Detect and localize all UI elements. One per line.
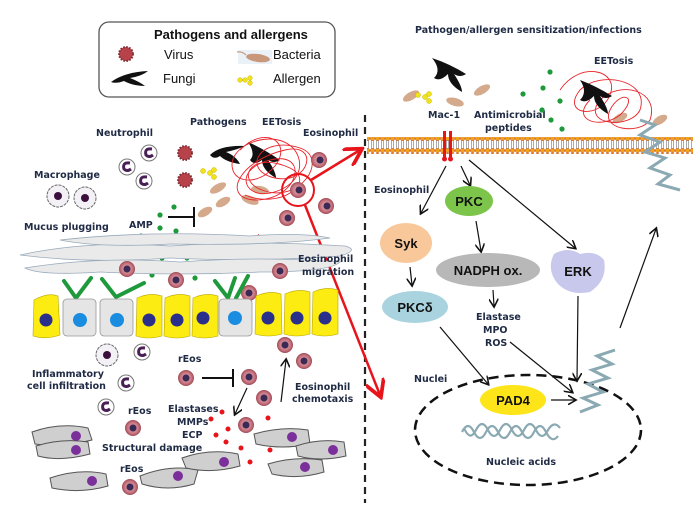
fungi-icon bbox=[111, 71, 148, 86]
label-elastases: Elastases bbox=[168, 404, 219, 415]
legend-title: Pathogens and allergens bbox=[154, 27, 308, 42]
node-pad4-label: PAD4 bbox=[496, 393, 530, 408]
label-eosinophil-migration-1: Eosinophil bbox=[298, 254, 353, 265]
legend-label-virus: Virus bbox=[164, 47, 194, 62]
arrow-chemotaxis bbox=[281, 360, 286, 403]
node-nadph-label: NADPH ox. bbox=[454, 263, 523, 278]
allergen-particles-right bbox=[415, 91, 432, 104]
pathway-arrows bbox=[410, 159, 656, 400]
macrophage-cells bbox=[46, 184, 97, 210]
allergen-icon bbox=[237, 75, 253, 86]
label-mucus-plugging: Mucus plugging bbox=[24, 222, 109, 233]
fungi-particle bbox=[248, 142, 280, 178]
highlight-circle bbox=[281, 173, 315, 207]
cell-membrane bbox=[367, 137, 693, 154]
reos-cell bbox=[178, 370, 194, 386]
eosinophil-cells bbox=[279, 152, 334, 226]
label-structural-damage: Structural damage bbox=[102, 443, 202, 454]
legend: Pathogens and allergens Virus Bacteria F… bbox=[98, 21, 336, 98]
structural-cells bbox=[31, 425, 347, 492]
right-panel-title: Pathogen/allergen sensitization/infectio… bbox=[415, 25, 642, 36]
label-inflammatory-2: cell infiltration bbox=[27, 381, 106, 392]
node-syk-label: Syk bbox=[394, 236, 418, 251]
label-eosinophil-left: Eosinophil bbox=[303, 128, 358, 139]
label-ecp: ECP bbox=[182, 430, 202, 441]
node-pkcd-label: PKCδ bbox=[397, 300, 432, 315]
dna-strand-decondensed bbox=[578, 348, 616, 414]
legend-label-allergen: Allergen bbox=[273, 71, 321, 86]
label-eosinophil-right: Eosinophil bbox=[374, 185, 429, 196]
label-nuclei: Nuclei bbox=[414, 374, 447, 385]
node-pkcd: PKCδ bbox=[382, 291, 448, 323]
label-chemotaxis-1: Eosinophil bbox=[295, 382, 350, 393]
nucleus-boundary bbox=[413, 373, 643, 487]
eetosis-net-left bbox=[231, 137, 313, 201]
allergen-particles bbox=[200, 167, 217, 180]
node-pad4: PAD4 bbox=[480, 385, 546, 415]
label-nucleic-acids: Nucleic acids bbox=[486, 457, 556, 468]
fungi-particle bbox=[210, 145, 245, 164]
eosinophil-cells-lower bbox=[238, 337, 312, 433]
dna-chromatin bbox=[462, 422, 561, 438]
dna-strand-extruded bbox=[636, 118, 681, 192]
label-reos-2: rEos bbox=[128, 406, 152, 417]
fungi-particle bbox=[580, 80, 612, 114]
bacteria-particles-right bbox=[402, 84, 668, 126]
fungi-particle bbox=[432, 58, 466, 92]
node-nadph: NADPH ox. bbox=[436, 253, 540, 287]
label-eetosis-left: EETosis bbox=[262, 117, 302, 128]
label-reos-3: rEos bbox=[120, 464, 144, 475]
red-arrow-to-membrane bbox=[310, 150, 360, 182]
label-amp: AMP bbox=[129, 220, 153, 231]
virus-icon bbox=[118, 46, 134, 62]
reos-cell bbox=[122, 479, 138, 495]
node-pkc: PKC bbox=[445, 186, 493, 216]
dna-chromatin bbox=[461, 424, 559, 441]
neutrophil-cells bbox=[118, 144, 158, 190]
label-reos-1: rEos bbox=[178, 354, 202, 365]
label-macrophage: Macrophage bbox=[34, 170, 100, 181]
label-mpo: MPO bbox=[483, 325, 508, 336]
amp-dots-right bbox=[520, 69, 565, 132]
mac1-receptor bbox=[442, 131, 453, 162]
label-antimicrobial-2: peptides bbox=[485, 123, 532, 134]
granule-dots bbox=[208, 409, 273, 465]
label-antimicrobial-1: Antimicrobial bbox=[474, 110, 546, 121]
cilia bbox=[62, 274, 250, 303]
label-inflammatory-1: Inflammatory bbox=[32, 369, 105, 380]
label-chemotaxis-2: chemotaxis bbox=[292, 394, 354, 405]
arrow-to-elastases bbox=[235, 387, 248, 414]
label-mmps: MMPs bbox=[177, 417, 209, 428]
node-erk-label: ERK bbox=[564, 264, 592, 279]
label-elastase: Elastase bbox=[476, 312, 521, 323]
left-panel: Neutrophil Macrophage Mucus plugging AMP… bbox=[19, 117, 380, 495]
legend-label-fungi: Fungi bbox=[163, 71, 196, 86]
label-ros: ROS bbox=[485, 338, 507, 349]
label-mac1: Mac-1 bbox=[428, 110, 460, 121]
epithelium bbox=[32, 288, 339, 339]
eetosis-net-right bbox=[559, 71, 652, 130]
legend-label-bacteria: Bacteria bbox=[273, 47, 321, 62]
right-panel: Pathogen/allergen sensitization/infectio… bbox=[367, 25, 693, 487]
bacteria-icon bbox=[236, 50, 272, 64]
node-pkc-label: PKC bbox=[455, 194, 483, 209]
label-eetosis-right: EETosis bbox=[594, 56, 634, 67]
reos-cell bbox=[125, 420, 141, 436]
label-eosinophil-migration-2: migration bbox=[302, 267, 354, 278]
migrating-eosinophils bbox=[119, 261, 288, 301]
label-pathogens: Pathogens bbox=[190, 117, 247, 128]
legend-box bbox=[98, 21, 336, 98]
mucus-layer bbox=[19, 233, 352, 275]
virus-particles bbox=[177, 145, 193, 188]
label-neutrophil: Neutrophil bbox=[96, 128, 153, 139]
node-erk: ERK bbox=[550, 250, 605, 293]
node-syk: Syk bbox=[380, 223, 432, 263]
inflammatory-cells bbox=[95, 343, 151, 416]
